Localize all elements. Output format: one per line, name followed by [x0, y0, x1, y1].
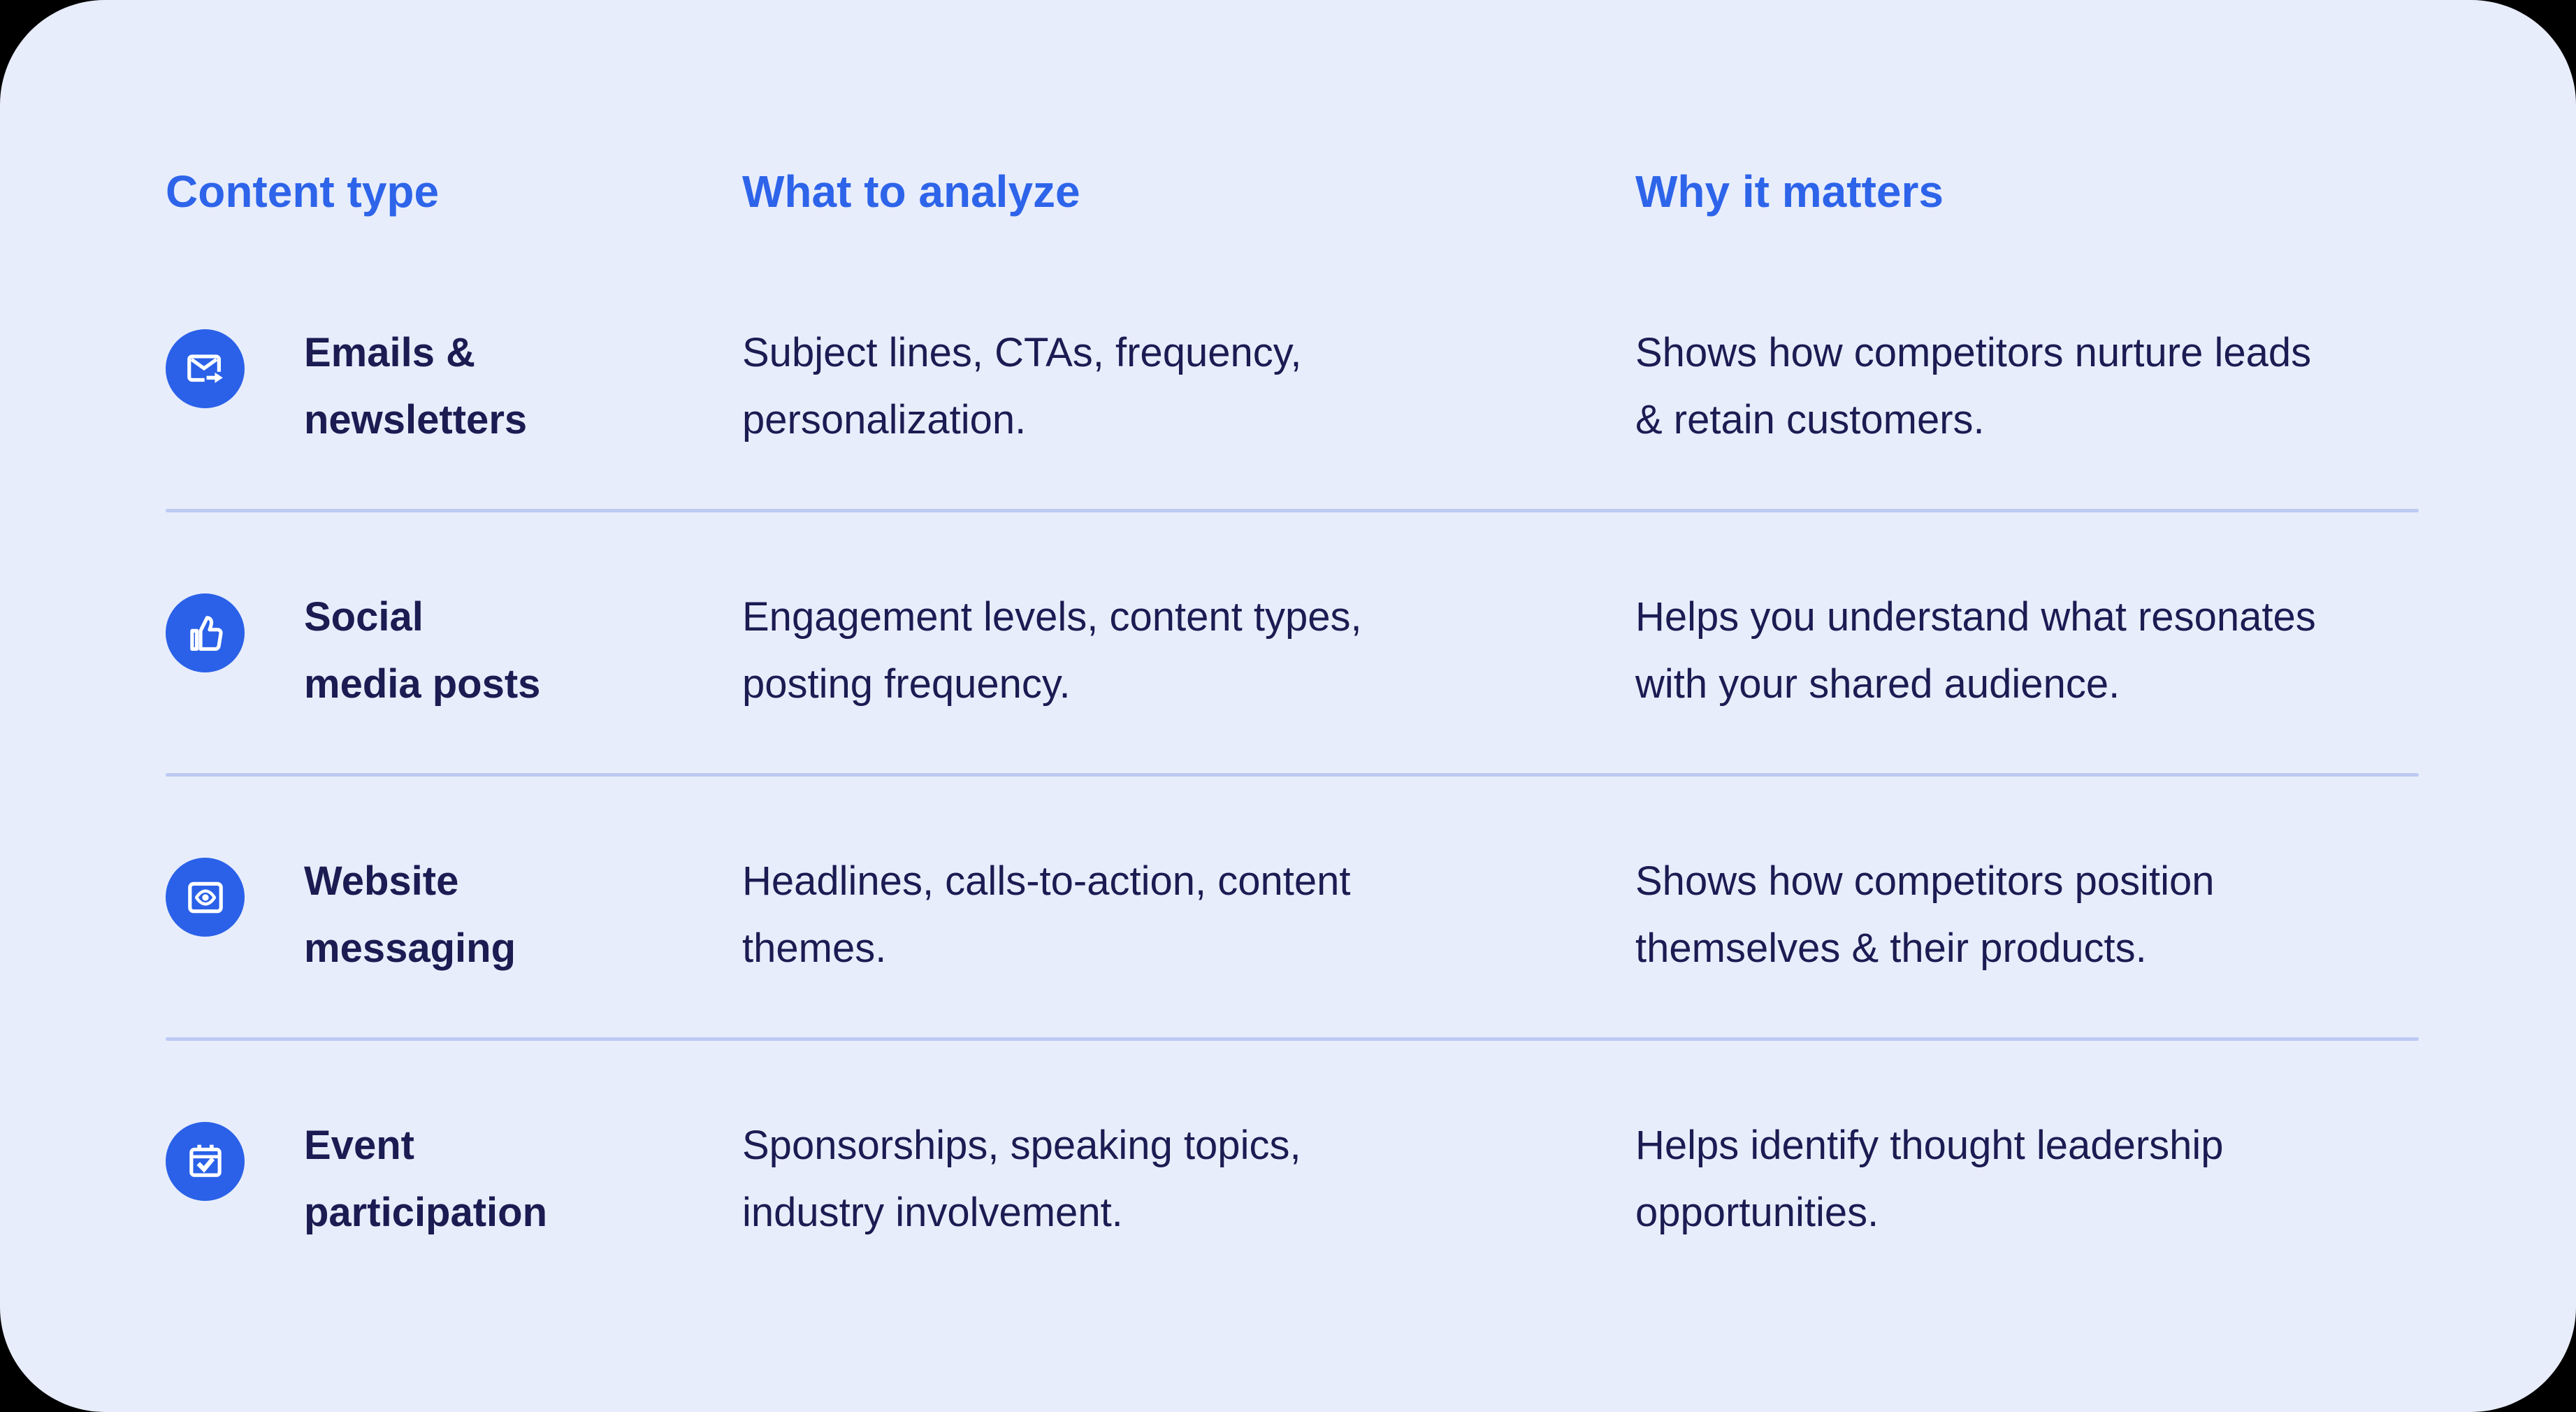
row-title: Social media posts: [304, 584, 540, 718]
title-line: Emails &: [304, 329, 475, 375]
text-line: & retain customers.: [1635, 396, 1985, 442]
title-line: newsletters: [304, 396, 528, 442]
row-divider: [166, 773, 2419, 777]
text-line: industry involvement.: [742, 1189, 1123, 1235]
header-what-to-analyze: What to analyze: [742, 166, 1080, 217]
header-content-type: Content type: [166, 166, 440, 217]
row-title: Emails & newsletters: [304, 319, 527, 454]
table-row-events: Event participation Sponsorships, speaki…: [166, 1041, 2419, 1302]
row-title: Website messaging: [304, 848, 516, 982]
text-line: themes.: [742, 925, 887, 971]
analyze-cell: Engagement levels, content types, postin…: [742, 584, 1635, 718]
title-line: messaging: [304, 925, 516, 971]
text-line: with your shared audience.: [1635, 661, 2120, 707]
table-row-website: Website messaging Headlines, calls-to-ac…: [166, 777, 2419, 1037]
table-row-emails: Emails & newsletters Subject lines, CTAs…: [166, 248, 2419, 509]
analyze-cell: Subject lines, CTAs, frequency, personal…: [742, 319, 1635, 454]
table-body: Emails & newsletters Subject lines, CTAs…: [166, 248, 2419, 1302]
text-line: Engagement levels, content types,: [742, 593, 1362, 640]
table-header-row: Content type What to analyze Why it matt…: [166, 169, 2419, 214]
title-line: Website: [304, 858, 459, 904]
why-cell: Helps identify thought leadership opport…: [1635, 1112, 2419, 1246]
why-cell: Shows how competitors nurture leads & re…: [1635, 319, 2419, 454]
text-line: posting frequency.: [742, 661, 1071, 707]
title-line: participation: [304, 1189, 548, 1235]
row-title: Event participation: [304, 1112, 547, 1246]
text-line: Helps you understand what resonates: [1635, 593, 2316, 640]
analyze-cell: Headlines, calls-to-action, content them…: [742, 848, 1635, 982]
text-line: Subject lines, CTAs, frequency,: [742, 329, 1302, 375]
email-forward-icon: [166, 329, 245, 408]
why-cell: Helps you understand what resonates with…: [1635, 584, 2419, 718]
text-line: Shows how competitors position: [1635, 858, 2215, 904]
text-line: personalization.: [742, 396, 1027, 442]
text-line: Helps identify thought leadership: [1635, 1122, 2224, 1168]
browser-eye-icon: [166, 858, 245, 937]
title-line: media posts: [304, 661, 541, 707]
calendar-check-icon: [166, 1122, 245, 1201]
title-line: Social: [304, 593, 424, 640]
title-line: Event: [304, 1122, 414, 1168]
table-row-social: Social media posts Engagement levels, co…: [166, 512, 2419, 773]
why-cell: Shows how competitors position themselve…: [1635, 848, 2419, 982]
row-divider: [166, 509, 2419, 512]
row-divider: [166, 1037, 2419, 1041]
text-line: themselves & their products.: [1635, 925, 2147, 971]
content-type-cell: Website messaging: [166, 840, 742, 974]
text-line: Headlines, calls-to-action, content: [742, 858, 1351, 904]
content-type-cell: Event participation: [166, 1104, 742, 1239]
text-line: Shows how competitors nurture leads: [1635, 329, 2312, 375]
content-type-cell: Emails & newsletters: [166, 312, 742, 446]
text-line: opportunities.: [1635, 1189, 1879, 1235]
content-type-cell: Social media posts: [166, 576, 742, 710]
text-line: Sponsorships, speaking topics,: [742, 1122, 1301, 1168]
header-why-it-matters: Why it matters: [1635, 166, 1944, 217]
analyze-cell: Sponsorships, speaking topics, industry …: [742, 1112, 1635, 1246]
thumbs-up-icon: [166, 593, 245, 672]
